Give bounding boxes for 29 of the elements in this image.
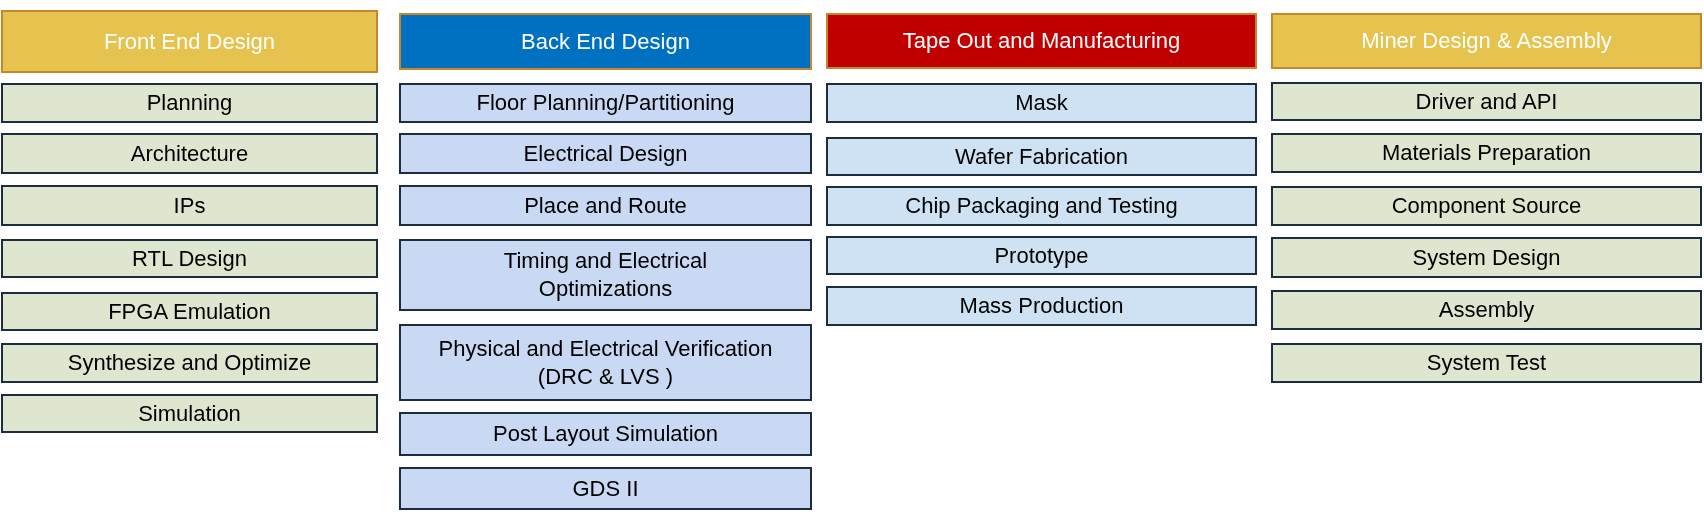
process-box: Floor Planning/Partitioning — [399, 83, 812, 123]
stage-header: Front End Design — [1, 10, 378, 73]
process-box: Electrical Design — [399, 133, 812, 174]
stage-header: Tape Out and Manufacturing — [826, 13, 1257, 69]
stage-header: Miner Design & Assembly — [1271, 13, 1702, 69]
process-box: RTL Design — [1, 239, 378, 278]
process-box: Architecture — [1, 133, 378, 174]
process-box: FPGA Emulation — [1, 292, 378, 331]
process-box: Prototype — [826, 236, 1257, 275]
process-box: Materials Preparation — [1271, 133, 1702, 173]
process-box: Wafer Fabrication — [826, 137, 1257, 176]
process-box: Synthesize and Optimize — [1, 343, 378, 383]
process-box: GDS II — [399, 467, 812, 510]
stage-header: Back End Design — [399, 13, 812, 70]
process-box: Simulation — [1, 394, 378, 433]
process-box: Post Layout Simulation — [399, 412, 812, 456]
process-box: IPs — [1, 185, 378, 226]
process-box: Mask — [826, 83, 1257, 123]
process-box: Chip Packaging and Testing — [826, 186, 1257, 226]
process-box: Planning — [1, 83, 378, 123]
process-box: Place and Route — [399, 185, 812, 226]
process-box: Physical and Electrical Verification (DRC & LVS ) — [399, 324, 812, 401]
process-box: Assembly — [1271, 290, 1702, 330]
process-box: Driver and API — [1271, 82, 1702, 121]
process-box: System Design — [1271, 237, 1702, 278]
process-box: Mass Production — [826, 286, 1257, 326]
process-box: Timing and Electrical Optimizations — [399, 239, 812, 311]
process-box: System Test — [1271, 343, 1702, 383]
process-box: Component Source — [1271, 186, 1702, 226]
